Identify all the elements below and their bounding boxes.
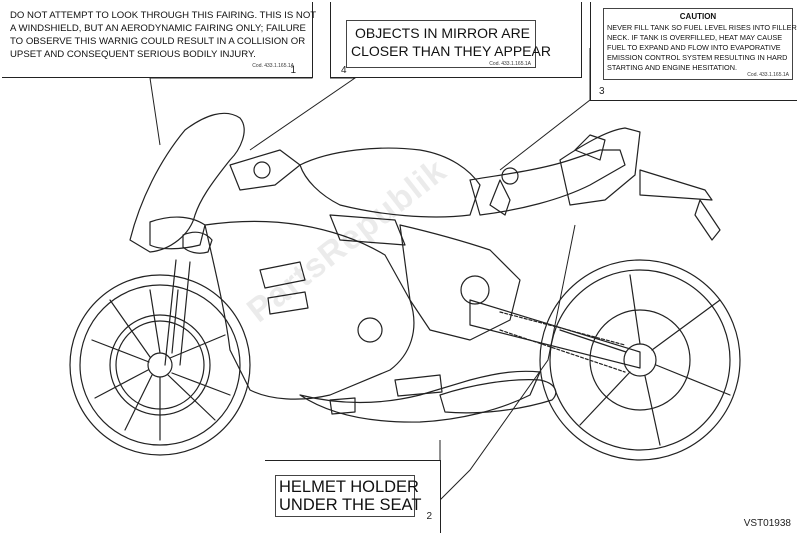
fairing-text-line-1: DO NOT ATTEMPT TO LOOK THROUGH THIS FAIR… — [10, 10, 317, 21]
fuel-text-line-2: NECK. IF TANK IS OVERFILLED, HEAT MAY CA… — [607, 33, 783, 42]
fuel-text-line-5: STARTING AND ENGINE HESITATION. — [607, 63, 738, 72]
info-label-helmet: HELMET HOLDER UNDER THE SEAT 2 — [265, 460, 441, 533]
fuel-text-line-4: EMISSION CONTROL SYSTEM RESULTING IN HAR… — [607, 53, 788, 62]
side-fairing — [204, 220, 415, 400]
warning-label-fairing: DO NOT ATTEMPT TO LOOK THROUGH THIS FAIR… — [2, 2, 316, 78]
callout-number-3: 3 — [599, 86, 605, 97]
leader-line-4 — [249, 77, 357, 151]
fuel-text-line-1: NEVER FILL TANK SO FUEL LEVEL RISES INTO… — [607, 23, 797, 32]
caution-label-fuel: CAUTION NEVER FILL TANK SO FUEL LEVEL RI… — [590, 2, 797, 101]
label-sticker-fairing: DO NOT ATTEMPT TO LOOK THROUGH THIS FAIR… — [8, 8, 316, 69]
exhaust — [439, 379, 557, 414]
belly-pan — [299, 370, 541, 423]
callout-number-4: 4 — [341, 65, 347, 76]
warning-label-mirror: OBJECTS IN MIRROR ARE CLOSER THAN THEY A… — [330, 2, 582, 78]
helmet-text-line-1: HELMET HOLDER — [279, 478, 419, 496]
mirror-part-code: Cod. 433.1.165.1A — [489, 61, 531, 67]
label-sticker-helmet: HELMET HOLDER UNDER THE SEAT — [275, 475, 421, 517]
leader-line-2 — [439, 224, 576, 502]
callout-number-2: 2 — [426, 511, 432, 522]
swingarm — [469, 299, 641, 369]
fairing-text-line-4: UPSET AND CONSEQUENT SERIOUS BODILY INJU… — [10, 49, 256, 60]
helmet-text-line-2: UNDER THE SEAT — [279, 496, 422, 514]
front-wheel — [69, 274, 251, 456]
mirror-text-line-1: OBJECTS IN MIRROR ARE — [355, 25, 531, 41]
fuel-part-code: Cod. 433.1.165.1A — [747, 72, 789, 78]
fairing-part-code: Cod. 433.1.165.1A — [252, 63, 294, 69]
drawing-reference-code: VST01938 — [743, 518, 791, 529]
front-fairing — [129, 112, 245, 253]
label-sticker-mirror: OBJECTS IN MIRROR ARE CLOSER THAN THEY A… — [346, 20, 551, 68]
callout-number-1: 1 — [290, 65, 296, 76]
fairing-text-line-2: A WINDSHIELD, BUT AN AERODYNAMIC FAIRING… — [10, 23, 306, 34]
fuel-text-line-3: FUEL TO EXPAND AND FLOW INTO EVAPORATIVE — [607, 43, 781, 52]
fairing-text-line-3: TO OBSERVE THIS WARNIG COULD RESULT IN A… — [10, 36, 306, 47]
mirror-text-line-2: CLOSER THAN THEY APPEAR — [351, 43, 551, 59]
fuel-tank — [299, 147, 481, 218]
caution-title: CAUTION — [679, 12, 717, 21]
front-fork — [164, 259, 191, 366]
seat — [469, 149, 626, 216]
label-sticker-fuel: CAUTION NEVER FILL TANK SO FUEL LEVEL RI… — [603, 8, 797, 80]
